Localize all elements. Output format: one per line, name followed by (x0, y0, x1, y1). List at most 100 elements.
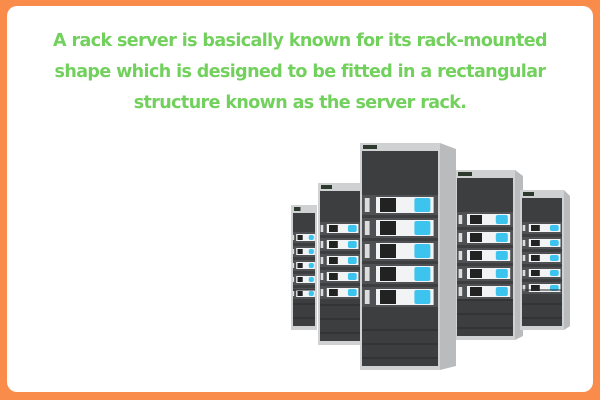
display-screen (347, 257, 357, 264)
server-unit-panel (296, 276, 315, 283)
server-unit-panel (326, 272, 359, 281)
display-screen (308, 263, 314, 268)
power-buttons (320, 273, 324, 280)
power-buttons (364, 221, 370, 235)
drive-grid (380, 221, 396, 235)
caption-text: A rack server is basically known for its… (0, 26, 600, 119)
server-unit-panel (326, 224, 359, 233)
server-unit-panel (296, 290, 315, 297)
power-buttons (458, 287, 463, 296)
drive-grid (470, 269, 482, 278)
display-screen (414, 244, 431, 258)
drive-grid (380, 198, 396, 212)
display-screen (347, 289, 357, 296)
power-buttons (458, 269, 463, 278)
server-unit-panel (528, 254, 561, 262)
server-rack (291, 205, 317, 330)
server-rack (360, 143, 456, 370)
server-unit-panel (528, 284, 561, 292)
server-unit-panel (296, 234, 315, 241)
display-screen (495, 269, 508, 278)
drive-grid (531, 225, 540, 231)
display-screen (549, 225, 559, 231)
drive-grid (297, 291, 303, 296)
server-unit-panel (467, 268, 511, 279)
display-screen (414, 198, 431, 212)
server-rack (318, 183, 362, 345)
server-rack (520, 190, 570, 330)
power-buttons (320, 241, 324, 248)
drive-grid (297, 249, 303, 254)
drive-grid (329, 225, 338, 232)
power-buttons (458, 251, 463, 260)
power-buttons (522, 270, 526, 276)
drive-grid (531, 270, 540, 276)
drive-grid (531, 240, 540, 246)
server-unit-panel (296, 262, 315, 269)
power-buttons (292, 249, 295, 254)
power-buttons (320, 289, 324, 296)
server-rack (455, 170, 523, 340)
display-screen (308, 291, 314, 296)
power-buttons (364, 267, 370, 281)
server-unit-panel (326, 288, 359, 297)
status-led-panel (294, 207, 301, 211)
server-unit-panel (326, 256, 359, 265)
drive-grid (380, 244, 396, 258)
drive-grid (531, 255, 540, 261)
server-unit-panel (296, 248, 315, 255)
drive-grid (329, 289, 338, 296)
drive-grid (380, 267, 396, 281)
status-led-panel (363, 145, 377, 149)
drive-grid (470, 251, 482, 260)
drive-grid (380, 290, 396, 304)
power-buttons (292, 235, 295, 240)
display-screen (308, 277, 314, 282)
rack-side-panel (564, 190, 570, 330)
display-screen (308, 249, 314, 254)
display-screen (549, 255, 559, 261)
display-screen (495, 233, 508, 242)
power-buttons (320, 257, 324, 264)
caption-line-3: structure known as the server rack. (133, 93, 467, 113)
server-unit-panel (467, 232, 511, 243)
display-screen (414, 221, 431, 235)
display-screen (347, 225, 357, 232)
power-buttons (522, 255, 526, 261)
power-buttons (458, 233, 463, 242)
display-screen (495, 215, 508, 224)
server-unit-panel (467, 286, 511, 297)
caption-line-2: shape which is designed to be fitted in … (54, 62, 547, 82)
power-buttons (364, 244, 370, 258)
display-screen (549, 270, 559, 276)
display-screen (549, 240, 559, 246)
drive-grid (329, 241, 338, 248)
display-screen (414, 290, 431, 304)
power-buttons (458, 215, 463, 224)
power-buttons (364, 290, 370, 304)
power-buttons (292, 277, 295, 282)
display-screen (414, 267, 431, 281)
display-screen (308, 235, 314, 240)
server-unit-panel (528, 269, 561, 277)
display-screen (347, 241, 357, 248)
server-unit-panel (326, 240, 359, 249)
power-buttons (522, 285, 526, 291)
power-buttons (292, 291, 295, 296)
drive-grid (470, 215, 482, 224)
drive-grid (297, 235, 303, 240)
server-unit-panel (528, 224, 561, 232)
power-buttons (292, 263, 295, 268)
display-screen (347, 273, 357, 280)
status-led-panel (523, 192, 534, 196)
drive-grid (329, 257, 338, 264)
power-buttons (364, 198, 370, 212)
power-buttons (320, 225, 324, 232)
power-buttons (522, 240, 526, 246)
power-buttons (522, 225, 526, 231)
display-screen (495, 287, 508, 296)
drive-grid (297, 263, 303, 268)
rack-side-panel (440, 143, 456, 370)
server-unit-panel (467, 214, 511, 225)
